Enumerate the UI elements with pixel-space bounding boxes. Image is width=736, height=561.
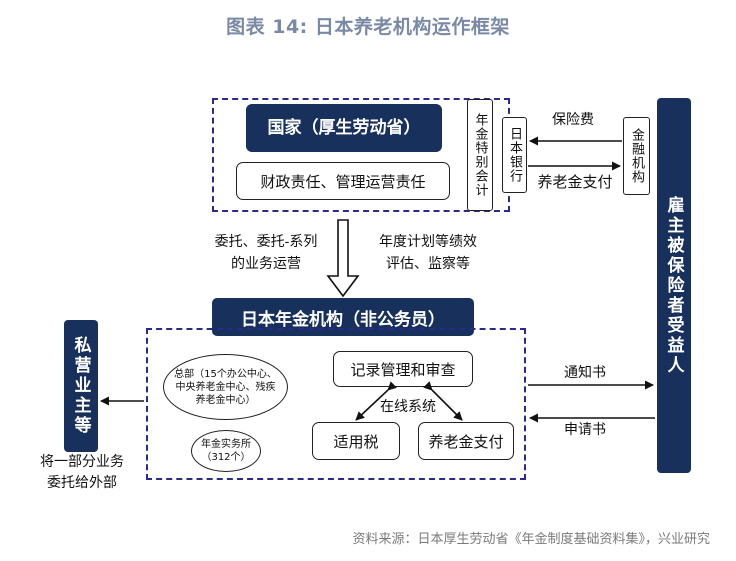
pension-payment-node: 养老金支付	[418, 422, 514, 460]
entrust-label-line2: 的业务运营	[231, 256, 301, 272]
hq-node: 总部（15个办公中心、中央养老金中心、残疾养老金中心）	[163, 354, 288, 420]
pension-special-account-node: 年金特别会计	[467, 99, 493, 211]
eval-label-line1: 年度计划等绩效	[379, 234, 477, 250]
private-entities-node: 私营业主等	[64, 320, 98, 452]
diagram-title: 图表 14: 日本养老机构运作框架	[226, 16, 510, 38]
records-node: 记录管理和审查	[333, 351, 473, 387]
offices-node: 年金实务所（312个）	[191, 430, 261, 472]
online-arrow-left	[355, 381, 397, 421]
insured-node: 雇主被保险者受益人	[657, 98, 691, 473]
outsource-label-line2: 委托给外部	[47, 475, 117, 491]
outsource-label-line1: 将一部分业务	[40, 454, 124, 470]
bank-of-japan-node: 日本银行	[502, 117, 527, 193]
notice-label: 通知书	[564, 365, 606, 381]
state-node: 国家（厚生劳动省）	[246, 104, 442, 152]
eval-label-line2: 评估、监察等	[386, 256, 470, 272]
jpo-group	[146, 328, 526, 480]
benefit-payment-label: 养老金支付	[537, 173, 613, 191]
state-duty-node: 财政责任、管理运营责任	[236, 162, 450, 200]
application-label: 申请书	[564, 422, 606, 438]
source-note: 资料来源：日本厚生劳动省《年金制度基础资料集》，兴业研究	[352, 532, 710, 547]
online-arrow-right	[423, 381, 463, 421]
tax-node: 适用税	[312, 422, 400, 460]
big-down-arrow	[326, 219, 360, 298]
premium-label: 保险费	[552, 112, 594, 128]
entrust-label-line1: 委托、委托-系列	[214, 234, 318, 250]
financial-institutions-node: 金融机构	[623, 117, 650, 195]
